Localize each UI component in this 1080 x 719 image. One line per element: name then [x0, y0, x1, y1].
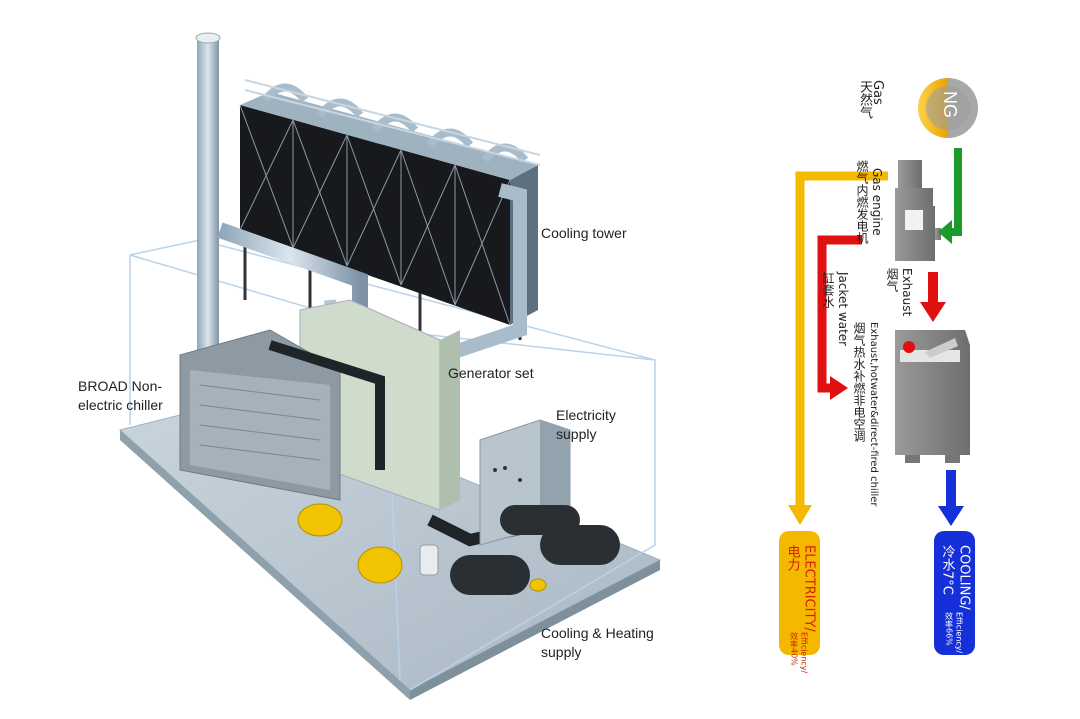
chiller-label-en: Exhaust,hotwater&direct-fired chiller [868, 322, 879, 507]
gas-label-cn: 天然气 [857, 80, 872, 119]
ng-badge-text: NG [940, 91, 960, 118]
gas-label-en: Gas [870, 80, 885, 105]
label-electricity-supply-line2: supply [556, 426, 597, 442]
chiller-icon [895, 330, 970, 463]
jacket-water-label-cn: 缸套水 [821, 272, 835, 308]
electricity-output-box: ELECTRICITY/电力 Efficiency/效率40% [779, 531, 820, 673]
plant-illustration [118, 32, 662, 700]
label-cooling-heating-line2: supply [541, 644, 582, 660]
jacket-water-label-en: Jacket water [836, 272, 850, 347]
label-cooling-heating-line1: Cooling & Heating [541, 625, 654, 641]
label-broad-chiller-line2: electric chiller [78, 397, 163, 413]
label-electricity-supply-line1: Electricity [556, 407, 616, 423]
gas-engine-label-cn: 燃气内燃发电机 [855, 160, 869, 244]
label-cooling-tower: Cooling tower [541, 225, 627, 241]
gas-engine-icon [895, 160, 941, 261]
gas-label: Gas [870, 80, 885, 105]
gas-arrow [950, 148, 962, 236]
exhaust-label-cn: 烟气 [885, 268, 899, 292]
label-broad-chiller-line1: BROAD Non- [78, 378, 163, 394]
electricity-output-label: ELECTRICITY/电力 [784, 545, 817, 632]
chiller-label-cn: 烟气热水补燃非电空调 [852, 322, 866, 442]
flow-diagram [788, 78, 978, 526]
cooling-output-box: COOLING/冷水7°C Efficiency/效率66% [934, 531, 975, 655]
gas-engine-label-en: Gas engine [870, 168, 884, 236]
label-electricity-supply: Electricity supply [556, 406, 616, 444]
cooling-efficiency: Efficiency/效率66% [944, 611, 964, 653]
exhaust-label-en: Exhaust [900, 268, 914, 317]
label-generator-set: Generator set [448, 365, 534, 381]
label-broad-chiller: BROAD Non- electric chiller [78, 377, 163, 415]
label-cooling-heating: Cooling & Heating supply [541, 624, 654, 662]
electricity-efficiency: Efficiency/效率40% [789, 631, 809, 673]
cooling-output-label: COOLING/冷水7°C [939, 545, 972, 610]
